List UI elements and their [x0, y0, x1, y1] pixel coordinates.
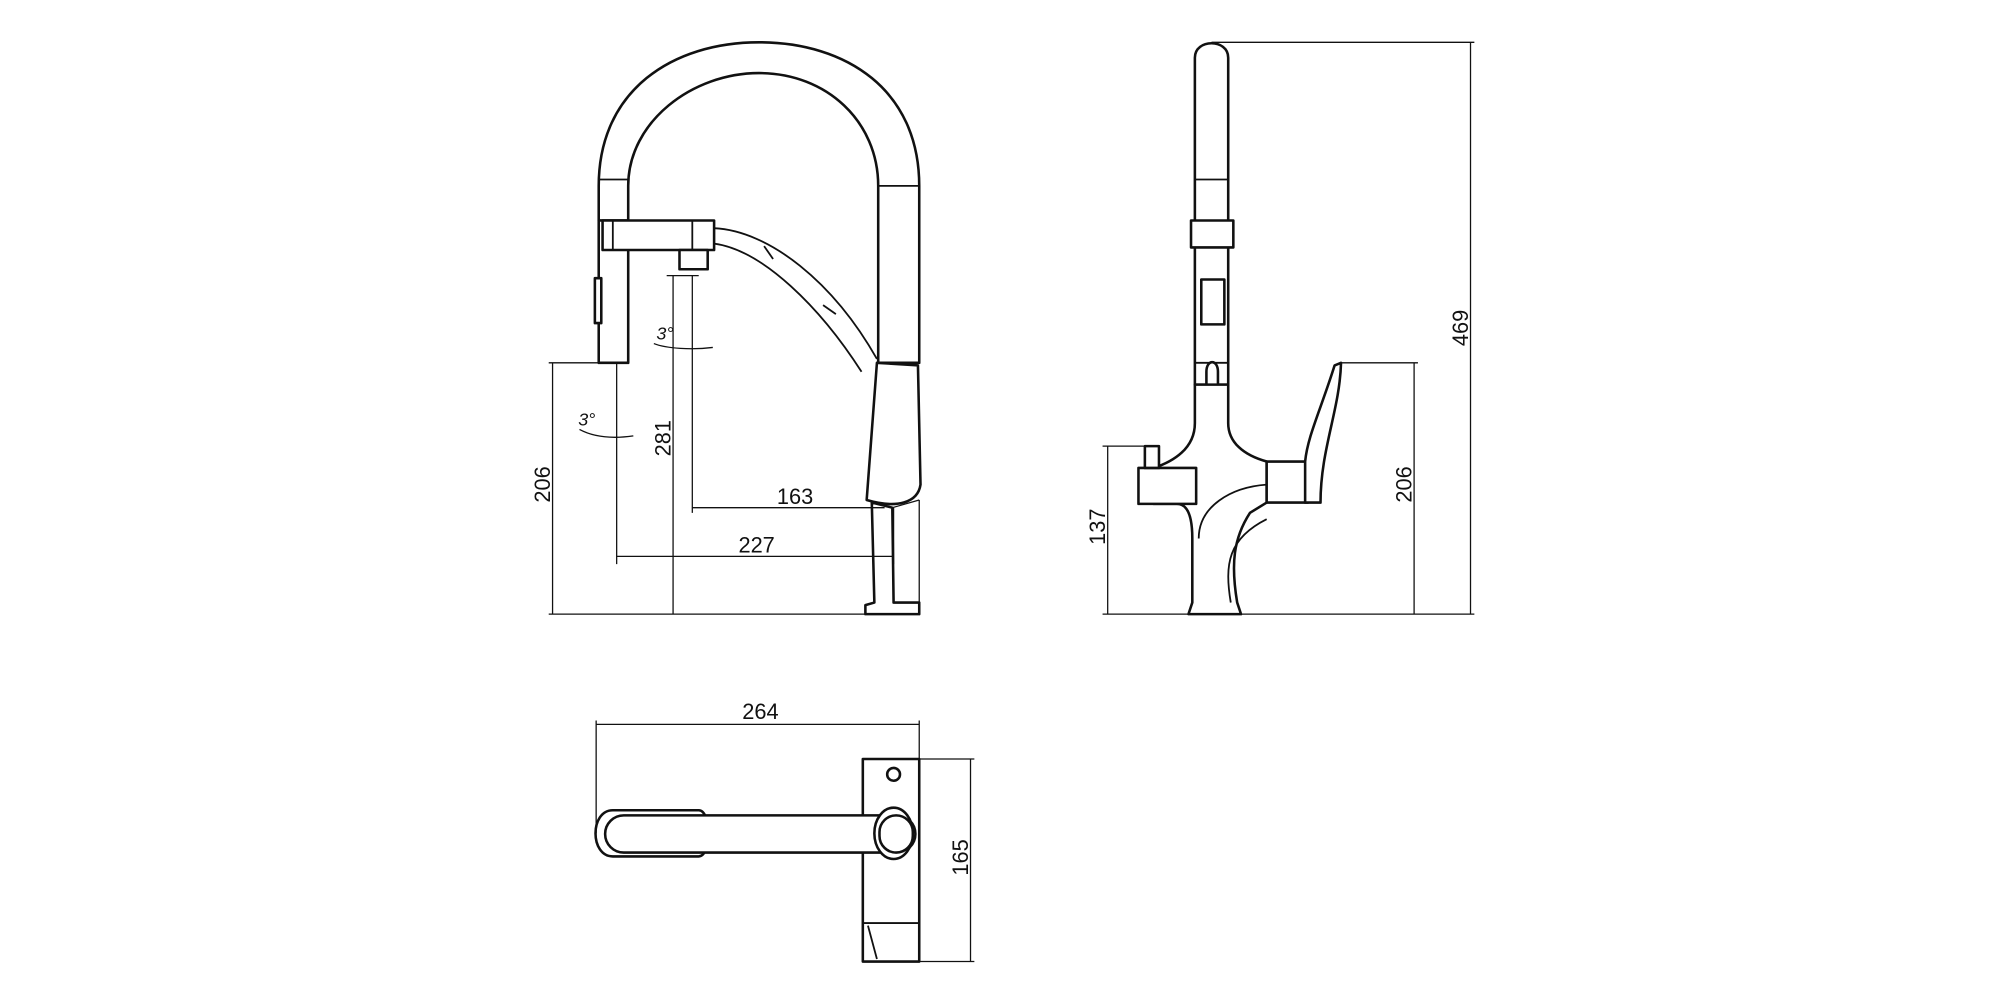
spout-arm [603, 814, 917, 854]
pull-out-hose [713, 227, 878, 373]
spray-window [1200, 278, 1226, 326]
dim-264: 264 [742, 699, 778, 724]
dim-206-front: 206 [1392, 466, 1417, 502]
side-view: 206 281 163 227 3° 3° [530, 41, 922, 616]
dim-137: 137 [1085, 509, 1110, 545]
spout-arc [597, 41, 921, 365]
dim-281: 281 [651, 420, 676, 456]
lever-blade [1303, 361, 1343, 504]
right-handle [1265, 460, 1309, 504]
faucet-body [865, 361, 922, 506]
front-view: 137 206 469 [1085, 41, 1475, 616]
angle-label: 3° [656, 324, 673, 344]
angle-label: 3° [578, 410, 595, 430]
dim-165: 165 [948, 839, 973, 875]
dim-163: 163 [777, 484, 813, 509]
left-handle [1137, 466, 1198, 506]
dim-206-side: 206 [530, 466, 555, 502]
dim-227: 227 [738, 533, 774, 558]
body-top [861, 757, 921, 963]
dim-469: 469 [1448, 310, 1473, 346]
top-view: 264 165 [594, 699, 975, 963]
spout-tube [1193, 42, 1230, 386]
